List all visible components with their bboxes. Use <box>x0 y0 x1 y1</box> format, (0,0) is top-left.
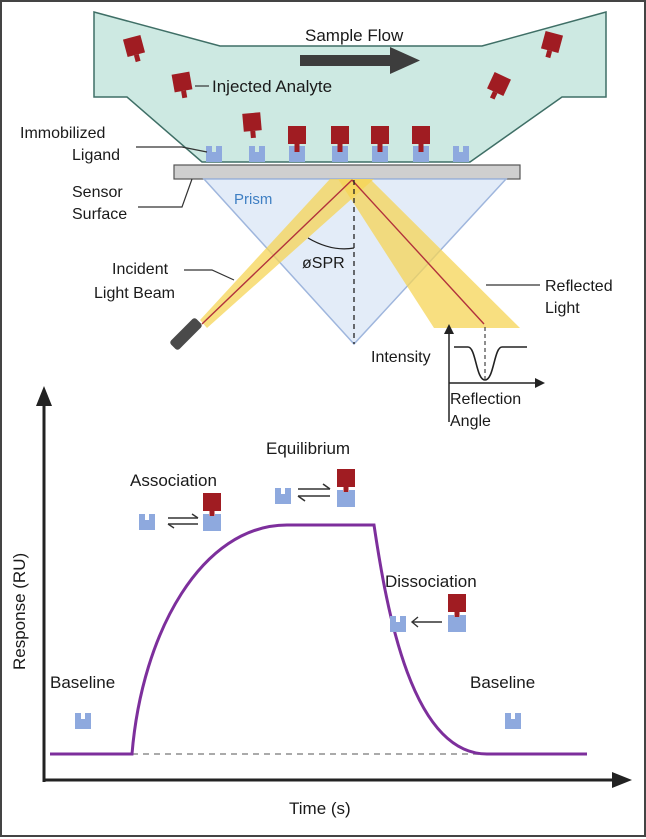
ligand-molecule <box>332 146 348 162</box>
analyte-molecule <box>487 72 511 100</box>
angle-arc <box>307 237 355 250</box>
ligand-molecule <box>413 146 429 162</box>
sample-flow-arrow <box>300 47 420 74</box>
incident-ray <box>201 179 353 325</box>
intensity-label: Intensity <box>371 349 431 366</box>
sensor-surface <box>173 164 521 180</box>
incident-label-line1: Incident <box>112 261 169 278</box>
dissociation-label: Dissociation <box>385 572 477 591</box>
bound-analyte <box>288 126 306 152</box>
baseline-start-label: Baseline <box>50 673 115 692</box>
reflected-label-line2: Light <box>545 300 580 317</box>
ligand-row <box>206 146 469 162</box>
ligand-leader-line <box>136 146 208 153</box>
flow-channel <box>93 11 607 163</box>
sensor-label-line1: Sensor <box>72 184 123 201</box>
complex-icon <box>203 493 221 531</box>
immobilized-label-line2: Ligand <box>72 147 120 164</box>
immobilized-label-line1: Immobilized <box>20 125 105 142</box>
theta-spr-label: øSPR <box>302 255 345 272</box>
sensorgram-curve <box>50 523 587 756</box>
ligand-icon <box>505 713 521 729</box>
sample-flow-label: Sample Flow <box>305 26 404 45</box>
analyte-molecule <box>171 71 193 99</box>
analyte-molecule <box>242 112 262 139</box>
reflection-angle-line2: Angle <box>450 413 491 430</box>
ligand-molecule <box>289 146 305 162</box>
ligand-icon <box>390 616 406 632</box>
time-axis-label: Time (s) <box>289 799 351 818</box>
complex-icon <box>448 594 466 632</box>
light-source <box>170 318 202 350</box>
ligand-molecule <box>249 146 265 162</box>
ligand-molecule <box>206 146 222 162</box>
response-axis-label: Response (RU) <box>10 553 29 670</box>
reflected-ray <box>351 179 485 325</box>
injected-analyte-label: Injected Analyte <box>212 77 332 96</box>
reflection-angle-line1: Reflection <box>450 391 521 408</box>
dissociation-arrow <box>410 616 442 628</box>
ligand-molecule <box>453 146 469 162</box>
ligand-icon <box>139 514 155 530</box>
ligand-icon <box>275 488 291 504</box>
incident-label-line2: Light Beam <box>94 285 175 302</box>
intensity-dip-curve <box>454 346 527 381</box>
complex-icon <box>337 469 355 507</box>
sensor-leader-line <box>138 178 193 208</box>
analyte-molecule <box>540 30 564 59</box>
baseline-end-label: Baseline <box>470 673 535 692</box>
analyte-molecule <box>122 34 146 63</box>
time-axis-arrowhead <box>612 772 632 788</box>
bound-analyte <box>371 126 389 152</box>
inset-x-arrowhead <box>535 378 545 388</box>
bound-analyte <box>412 126 430 152</box>
incident-beam <box>200 179 374 328</box>
ligand-icon <box>75 713 91 729</box>
incident-leader-line <box>184 269 235 281</box>
ligand-molecule <box>372 146 388 162</box>
bound-analyte-row <box>288 126 430 152</box>
inset-y-arrowhead <box>444 324 454 334</box>
reversible-arrow <box>167 513 199 529</box>
reflected-label-line1: Reflected <box>545 278 613 295</box>
equilibrium-arrow <box>297 483 331 502</box>
response-axis-arrowhead <box>36 386 52 406</box>
prism-label: Prism <box>234 191 272 208</box>
sensor-label-line2: Surface <box>72 206 127 223</box>
equilibrium-label: Equilibrium <box>266 439 350 458</box>
bound-analyte <box>331 126 349 152</box>
reflected-beam <box>338 179 520 328</box>
association-label: Association <box>130 471 217 490</box>
